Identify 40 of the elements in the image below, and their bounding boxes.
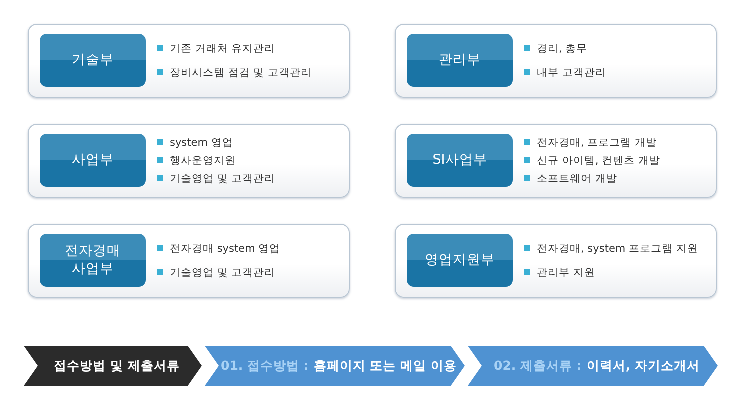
department-card — [395, 124, 717, 198]
bullet-item: 기존 거래처 유지관리 — [157, 41, 345, 57]
bullet-item: system 영업 — [157, 135, 345, 151]
bullet-item: 행사운영지원 — [157, 153, 345, 169]
step-label: 접수방법 및 제출서류 — [54, 358, 180, 374]
process-step-banner — [205, 346, 465, 386]
department-card — [28, 24, 350, 98]
department-heading-box — [407, 234, 513, 287]
department-name: 관리부 — [438, 52, 482, 70]
department-name: 사업부 — [71, 152, 115, 170]
department-heading-box — [407, 34, 513, 87]
department-name: 전자경매 사업부 — [64, 242, 122, 278]
department-name: 영업지원부 — [424, 252, 496, 270]
bullet-item: 신규 아이템, 컨텐츠 개발 — [524, 153, 712, 169]
bullet-item: 경리, 총무 — [524, 41, 712, 57]
process-step-banner — [24, 346, 202, 386]
bullet-item: 기술영업 및 고객관리 — [157, 171, 345, 187]
department-heading-box — [407, 134, 513, 187]
bullet-item: 전자경매 system 영업 — [157, 241, 345, 257]
department-card — [395, 24, 717, 98]
department-heading-box — [40, 234, 146, 287]
bullet-item: 전자경매, system 프로그램 지원 — [524, 241, 712, 257]
bullet-item: 기술영업 및 고객관리 — [157, 265, 345, 281]
department-card — [28, 224, 350, 298]
step-number-label: 01. 접수방법 : — [221, 358, 309, 374]
department-heading-box — [40, 134, 146, 187]
department-name: SI사업부 — [432, 152, 488, 170]
bullet-item: 내부 고객관리 — [524, 65, 712, 81]
step-label: 이력서, 자기소개서 — [586, 358, 700, 374]
department-name: 기술부 — [71, 52, 115, 70]
bullet-item: 소프트웨어 개발 — [524, 171, 712, 187]
bullet-item: 관리부 지원 — [524, 265, 712, 281]
bullet-item: 장비시스템 점검 및 고객관리 — [157, 65, 345, 81]
step-label: 홈페이지 또는 메일 이용 — [314, 358, 457, 374]
department-heading-box — [40, 34, 146, 87]
process-step-banner — [468, 346, 718, 386]
department-card — [395, 224, 717, 298]
bullet-item: 전자경매, 프로그램 개발 — [524, 135, 712, 151]
department-card — [28, 124, 350, 198]
step-number-label: 02. 제출서류 : — [494, 358, 582, 374]
